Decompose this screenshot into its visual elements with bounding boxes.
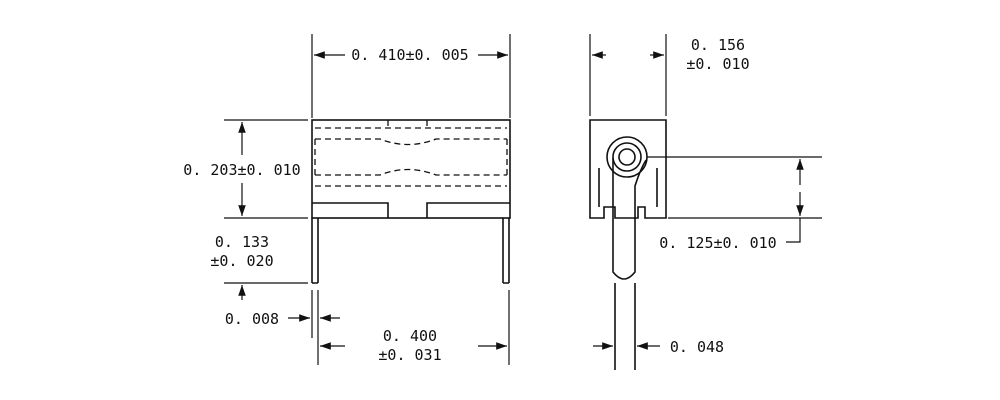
lead-diameter-label: 0. 048 (670, 338, 724, 356)
front-height-label: 0. 203±0. 010 (183, 161, 300, 179)
side-width-label-2: ±0. 010 (686, 55, 749, 73)
dim-side-width: 0. 156 ±0. 010 (589, 34, 750, 116)
lead-spacing-label-2: ±0. 031 (378, 346, 441, 364)
dim-front-width: 0. 410±0. 005 (311, 34, 511, 118)
lead-length-label-2: ±0. 020 (210, 252, 273, 270)
lead-spacing-label-1: 0. 400 (383, 327, 437, 345)
dim-lead-thickness: 0. 008 (225, 290, 340, 365)
dim-lead-spacing: 0. 400 ±0. 031 (320, 290, 510, 365)
front-body (311, 119, 511, 219)
dim-front-height: 0. 203±0. 010 (183, 119, 308, 219)
side-view: 0. 156 ±0. 010 0. 125±0. 010 0. 048 (589, 34, 822, 370)
dim-lead-diameter: 0. 048 (593, 338, 724, 356)
side-width-label-1: 0. 156 (691, 36, 745, 54)
hole-height-label: 0. 125±0. 010 (659, 234, 776, 252)
lead-length-label-1: 0. 133 (215, 233, 269, 251)
lead-thickness-label: 0. 008 (225, 310, 279, 328)
front-width-label: 0. 410±0. 005 (351, 46, 468, 64)
dim-lead-length: 0. 133 ±0. 020 (210, 233, 308, 300)
dim-hole-height: 0. 125±0. 010 (647, 156, 822, 252)
front-view: 0. 410±0. 005 0. 203±0. 010 0. 133 ±0. 0… (183, 34, 511, 365)
side-body (589, 119, 667, 370)
front-leads (311, 218, 510, 284)
